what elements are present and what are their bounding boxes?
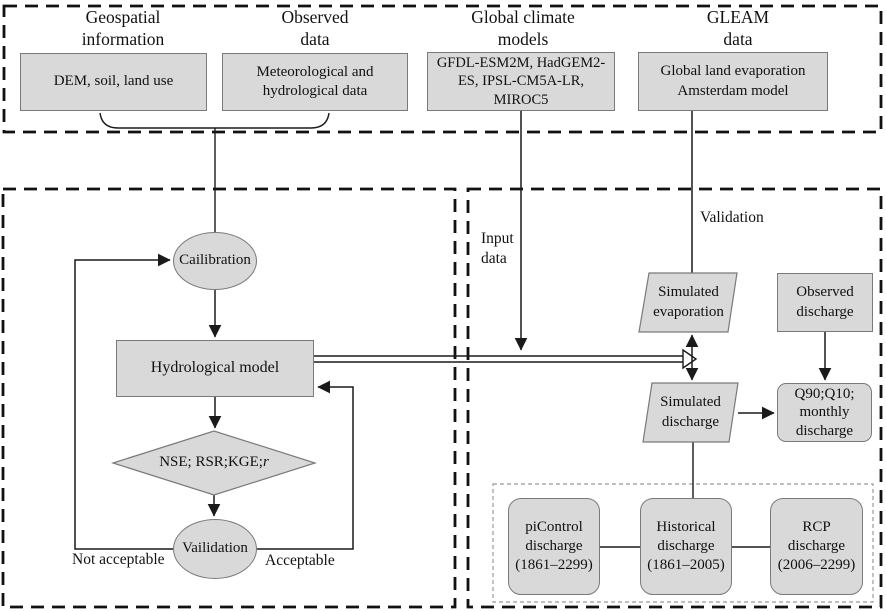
criteria-diamond bbox=[111, 430, 317, 496]
geospatial-box: DEM, soil, land use bbox=[20, 53, 207, 111]
observed-data-box: Meteorological and hydrological data bbox=[222, 53, 408, 111]
input-data-label: Input data bbox=[481, 230, 514, 268]
historical-discharge-box: Historical discharge (1861–2005) bbox=[640, 498, 732, 595]
criteria-diamond-label: NSE; RSR;KGE; r bbox=[113, 431, 315, 495]
simulated-discharge-shape bbox=[642, 382, 739, 443]
validation-ellipse: Vailidation bbox=[173, 519, 257, 579]
rcp-discharge-box: RCP discharge (2006–2299) bbox=[770, 498, 863, 595]
picontrol-discharge-box: piControl discharge (1861–2299) bbox=[508, 498, 600, 595]
criteria-text: NSE; RSR;KGE; bbox=[159, 454, 263, 471]
q-metrics-box: Q90;Q10; monthly discharge bbox=[777, 383, 872, 442]
scenario-dashed-panel bbox=[492, 483, 874, 603]
geospatial-title: Geospatial information bbox=[81, 7, 165, 49]
loop-not-acceptable bbox=[74, 253, 173, 550]
gleam-data-title: GLEAM data bbox=[706, 7, 770, 49]
gcm-box: GFDL-ESM2M, HadGEM2- ES, IPSL-CM5A-LR, M… bbox=[427, 52, 615, 111]
loop-acceptable bbox=[257, 380, 354, 550]
simulated-evaporation-shape bbox=[638, 272, 738, 333]
left-dashed-panel bbox=[1, 187, 457, 609]
right-dashed-panel bbox=[466, 187, 883, 609]
top-dashed-panel bbox=[2, 4, 883, 134]
observed-discharge-box: Observed discharge bbox=[777, 273, 873, 332]
acceptable-label: Acceptable bbox=[265, 552, 335, 569]
gleam-box: Global land evaporation Amsterdam model bbox=[638, 52, 828, 111]
hollow-arrowhead bbox=[682, 348, 698, 370]
simulated-discharge-label: Simulated discharge bbox=[660, 394, 721, 430]
global-climate-models-title: Global climate models bbox=[471, 7, 575, 49]
criteria-r-text: r bbox=[262, 454, 269, 471]
hydrological-model-box: Hydrological model bbox=[116, 340, 314, 397]
simulated-evaporation-label: Simulated evaporation bbox=[653, 284, 724, 320]
merge-bracket bbox=[99, 112, 330, 129]
not-acceptable-label: Not acceptable bbox=[72, 551, 165, 568]
observed-data-title: Observed data bbox=[281, 7, 349, 49]
validation-label: Validation bbox=[700, 209, 764, 226]
calibration-ellipse: Cailibration bbox=[173, 232, 257, 290]
